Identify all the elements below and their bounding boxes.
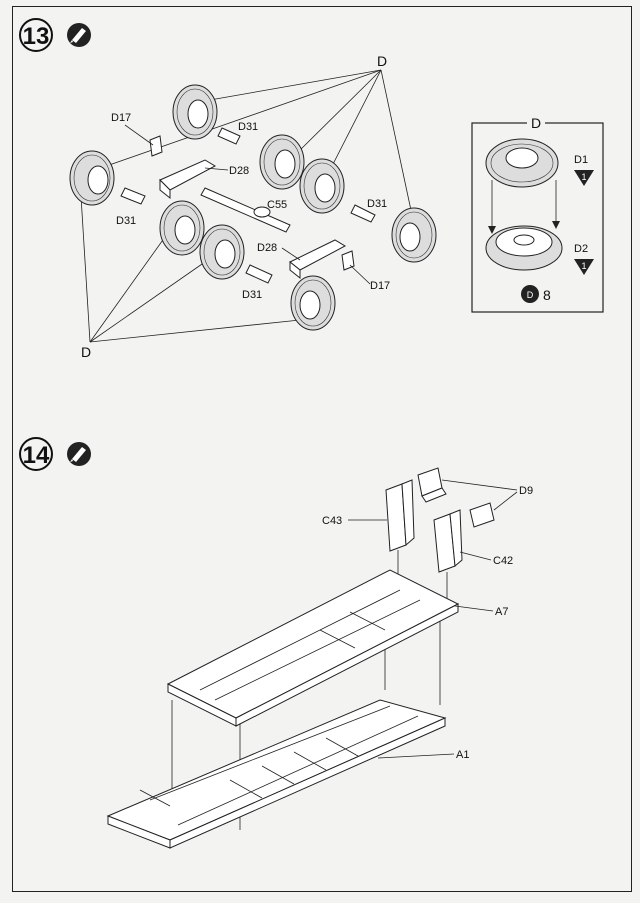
label-d-top: D <box>377 53 387 69</box>
glue-tube-icon <box>67 442 91 466</box>
step-13: 13 <box>19 18 604 360</box>
svg-text:D: D <box>527 290 534 300</box>
frame-a1 <box>106 699 447 849</box>
label-d31-a: D31 <box>238 121 258 133</box>
frame-a7 <box>166 569 460 727</box>
wheel-5 <box>159 200 205 256</box>
label-d1: D1 <box>574 154 588 166</box>
wheel-2 <box>259 134 305 190</box>
part-d9-right <box>469 502 495 528</box>
label-a1: A1 <box>456 749 469 761</box>
label-d31-d: D31 <box>242 289 262 301</box>
detail-title: D <box>531 115 541 131</box>
label-c42: C42 <box>493 555 513 567</box>
svg-text:1: 1 <box>581 172 586 182</box>
bracket-d28-lower <box>289 239 347 280</box>
stub-d31-b <box>120 187 146 205</box>
wheel-1 <box>172 84 218 140</box>
wheel-3 <box>299 158 345 214</box>
wheel-detail-box: D D1 1 D2 1 <box>471 115 604 313</box>
d1-badge: 1 <box>574 170 594 186</box>
count-badge: D <box>521 285 539 303</box>
part-d9-left <box>417 467 447 503</box>
stub-d31-d <box>245 264 273 284</box>
wheel-7 <box>391 207 437 263</box>
stub-d31-c <box>350 204 376 223</box>
label-d17-upper: D17 <box>111 112 131 124</box>
label-d28-upper: D28 <box>229 165 249 177</box>
part-d17-upper <box>149 135 163 157</box>
step-14-badge: 14 <box>19 437 53 471</box>
wheel-8 <box>290 275 336 331</box>
svg-text:13: 13 <box>23 23 50 50</box>
d2-badge: 1 <box>574 259 594 275</box>
step-13-badge: 13 <box>19 18 53 52</box>
svg-text:14: 14 <box>23 442 50 469</box>
stub-d31-a <box>217 127 241 145</box>
wheel-4 <box>69 150 115 206</box>
page-border <box>12 6 632 892</box>
label-d31-b: D31 <box>116 215 136 227</box>
label-d31-c: D31 <box>367 198 387 210</box>
wheel-6 <box>199 224 245 280</box>
label-d17-lower: D17 <box>370 280 390 292</box>
tire-d1 <box>485 138 559 188</box>
label-d-bottom: D <box>81 344 91 360</box>
label-d2: D2 <box>574 243 588 255</box>
d-leader-lines <box>79 69 413 343</box>
step-14: 14 D9 C43 C42 <box>19 437 533 849</box>
panel-c43 <box>385 479 415 552</box>
svg-text:1: 1 <box>581 261 586 271</box>
glue-tube-icon <box>67 23 91 47</box>
rim-d2 <box>485 225 563 271</box>
label-d9: D9 <box>519 485 533 497</box>
axle-c55 <box>200 187 291 233</box>
count-label: 8 <box>543 287 551 303</box>
panel-c42 <box>433 509 463 573</box>
bracket-d28-upper <box>159 159 217 200</box>
part-d17-lower <box>341 250 355 271</box>
label-a7: A7 <box>495 606 508 618</box>
label-d28-lower: D28 <box>257 242 277 254</box>
label-c43: C43 <box>322 515 342 527</box>
label-c55: C55 <box>267 199 287 211</box>
